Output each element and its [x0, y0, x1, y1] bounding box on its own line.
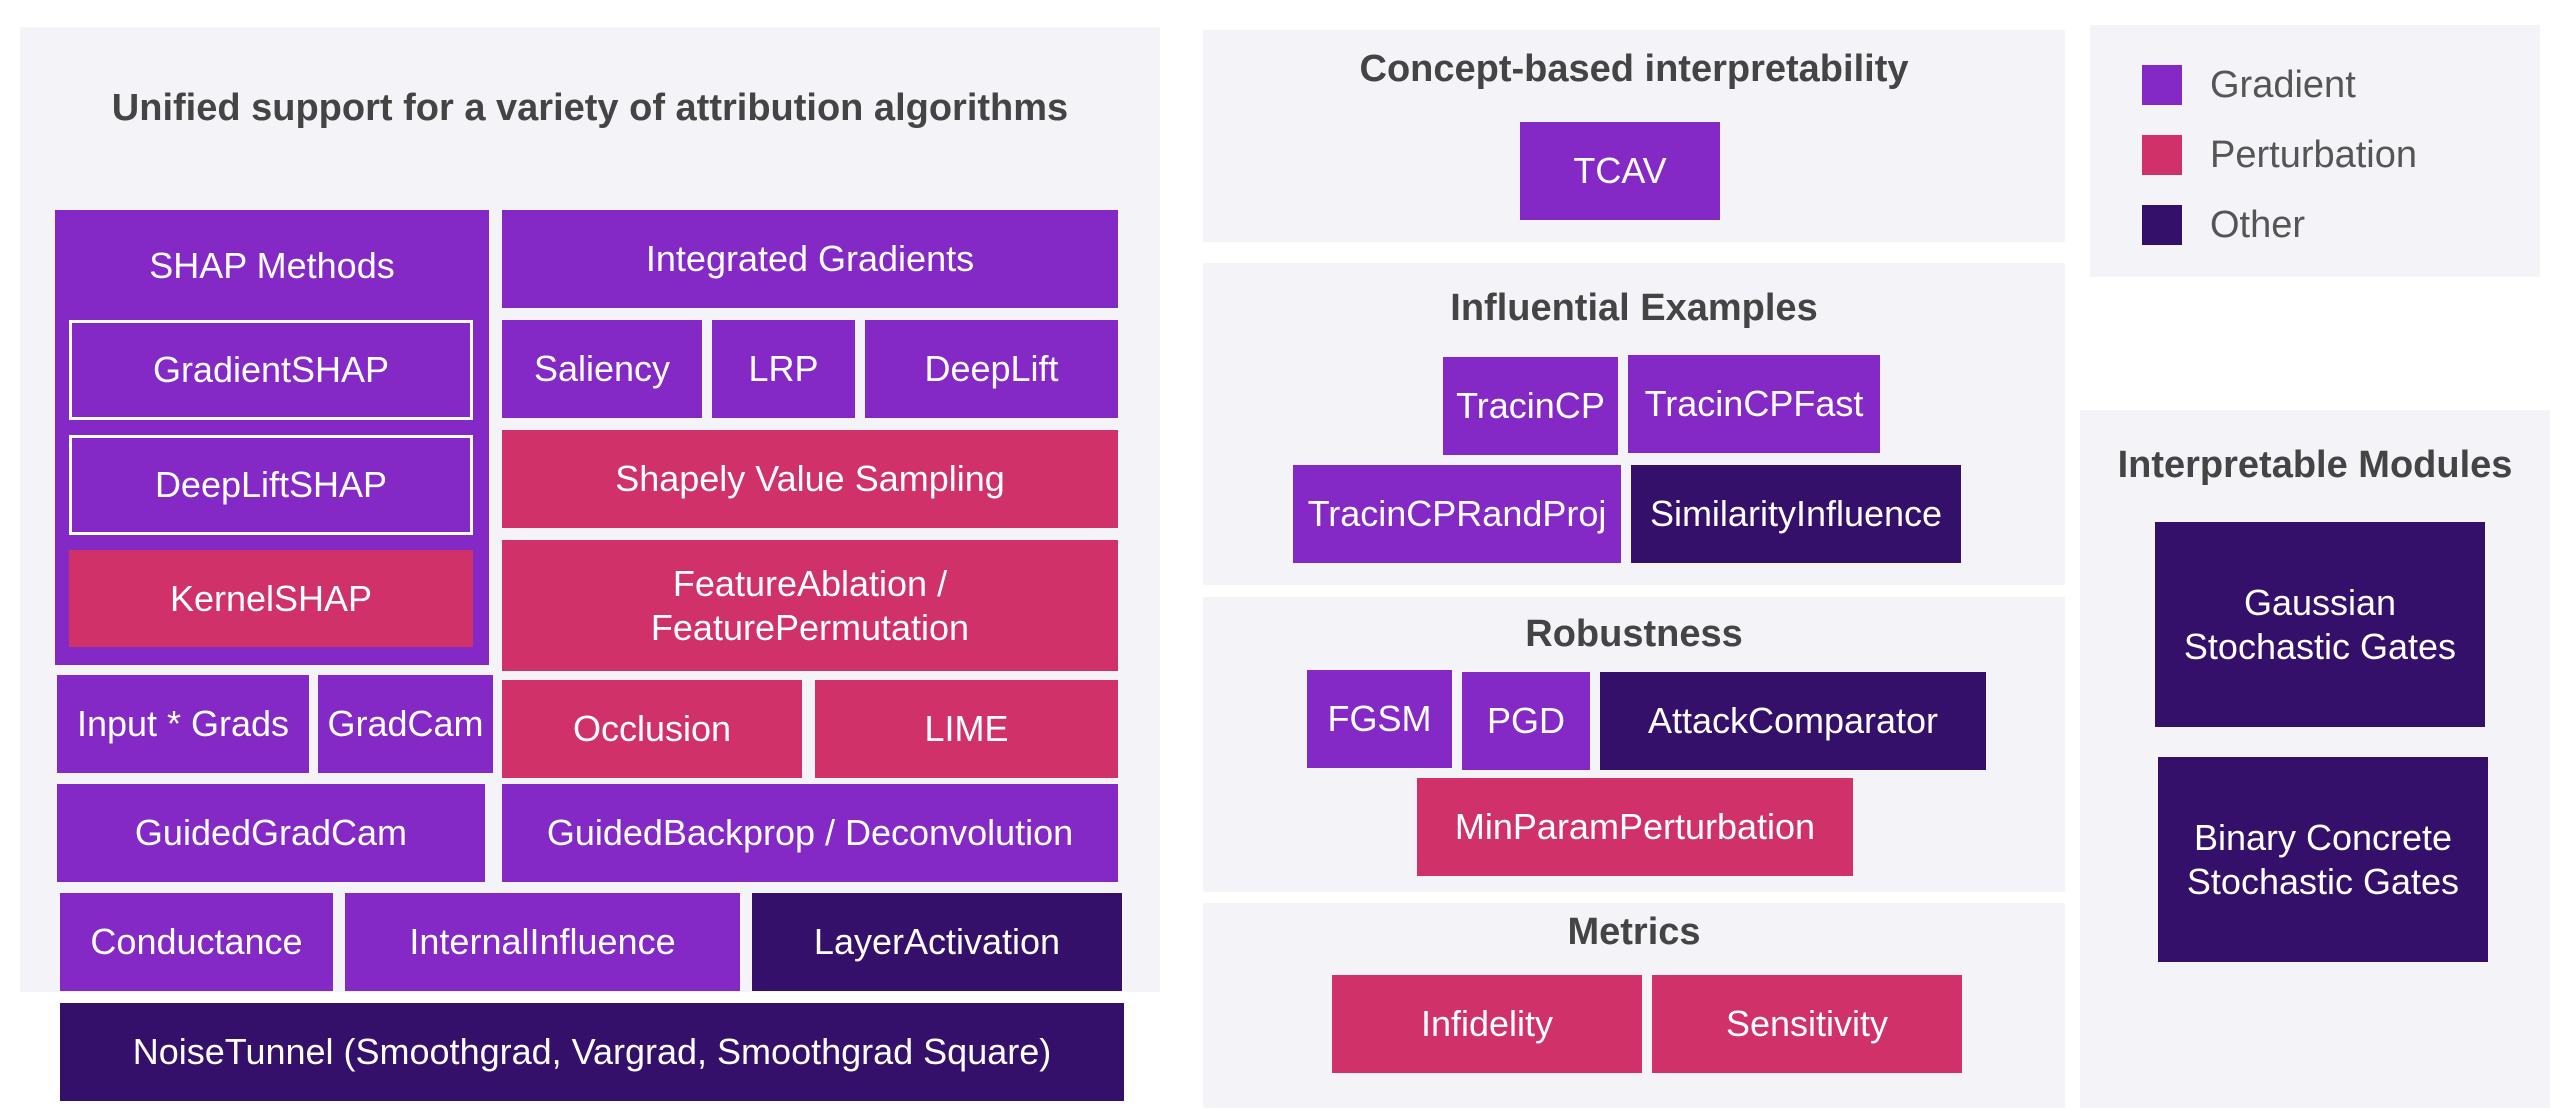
guided-backprop-box: GuidedBackprop / Deconvolution	[502, 784, 1118, 882]
modules-title: Interpretable Modules	[2117, 444, 2513, 486]
tracincp-randproj-box: TracinCPRandProj	[1293, 465, 1621, 563]
internal-influence-box: InternalInfluence	[345, 893, 740, 991]
occlusion-box: Occlusion	[502, 680, 802, 778]
tracincp-fast-box: TracinCPFast	[1628, 355, 1880, 453]
feature-ablation-box: FeatureAblation / FeaturePermutation	[502, 540, 1118, 671]
pgd-box: PGD	[1462, 672, 1590, 770]
similarity-influence-box: SimilarityInfluence	[1631, 465, 1961, 563]
conductance-box: Conductance	[60, 893, 333, 991]
concept-title: Concept-based interpretability	[1359, 48, 1909, 90]
layer-activation-box: LayerActivation	[752, 893, 1122, 991]
gaussian-gates-line2: Stochastic Gates	[2183, 625, 2457, 667]
min-param-perturbation-box: MinParamPerturbation	[1417, 778, 1853, 876]
deeplift-shap-box: DeepLiftSHAP	[69, 435, 473, 535]
kernel-shap-box: KernelSHAP	[69, 550, 473, 647]
gradient-shap-box: GradientSHAP	[69, 320, 473, 420]
gaussian-gates-box: Gaussian Stochastic Gates	[2155, 522, 2485, 727]
shap-methods-label: SHAP Methods	[149, 245, 395, 286]
binary-concrete-line1: Binary Concrete	[2193, 816, 2453, 858]
attack-comparator-box: AttackComparator	[1600, 672, 1986, 770]
metrics-title: Metrics	[1567, 911, 1701, 953]
robustness-title: Robustness	[1525, 613, 1743, 655]
fgsm-box: FGSM	[1307, 670, 1452, 768]
noise-tunnel-box: NoiseTunnel (Smoothgrad, Vargrad, Smooth…	[60, 1003, 1124, 1101]
infidelity-box: Infidelity	[1332, 975, 1642, 1073]
feature-ablation-label: FeatureAblation /	[672, 562, 948, 604]
binary-concrete-gates-box: Binary Concrete Stochastic Gates	[2158, 757, 2488, 962]
shapley-sampling-box: Shapely Value Sampling	[502, 430, 1118, 528]
gaussian-gates-line1: Gaussian	[2243, 581, 2397, 623]
other-swatch	[2142, 205, 2182, 245]
sensitivity-box: Sensitivity	[1652, 975, 1962, 1073]
tcav-box: TCAV	[1520, 122, 1720, 220]
feature-permutation-label: FeaturePermutation	[650, 606, 970, 648]
tracincp-box: TracinCP	[1443, 357, 1618, 455]
legend-panel: Gradient Perturbation Other	[2090, 25, 2540, 277]
deeplift-box: DeepLift	[865, 320, 1118, 418]
legend-other: Other	[2142, 203, 2306, 246]
lime-box: LIME	[815, 680, 1118, 778]
legend-perturbation: Perturbation	[2142, 133, 2418, 176]
influential-title: Influential Examples	[1450, 287, 1818, 329]
guided-gradcam-box: GuidedGradCam	[57, 784, 485, 882]
legend-other-label: Other	[2210, 203, 2306, 246]
legend-gradient-label: Gradient	[2210, 63, 2356, 106]
legend-gradient: Gradient	[2142, 63, 2356, 106]
gradient-swatch	[2142, 65, 2182, 105]
attribution-title: Unified support for a variety of attribu…	[111, 87, 1069, 129]
saliency-box: Saliency	[502, 320, 702, 418]
integrated-gradients-box: Integrated Gradients	[502, 210, 1118, 308]
perturbation-swatch	[2142, 135, 2182, 175]
legend-perturbation-label: Perturbation	[2210, 133, 2418, 176]
gradcam-box: GradCam	[318, 675, 493, 773]
binary-concrete-line2: Stochastic Gates	[2186, 860, 2460, 902]
lrp-box: LRP	[712, 320, 855, 418]
input-grads-box: Input * Grads	[57, 675, 309, 773]
